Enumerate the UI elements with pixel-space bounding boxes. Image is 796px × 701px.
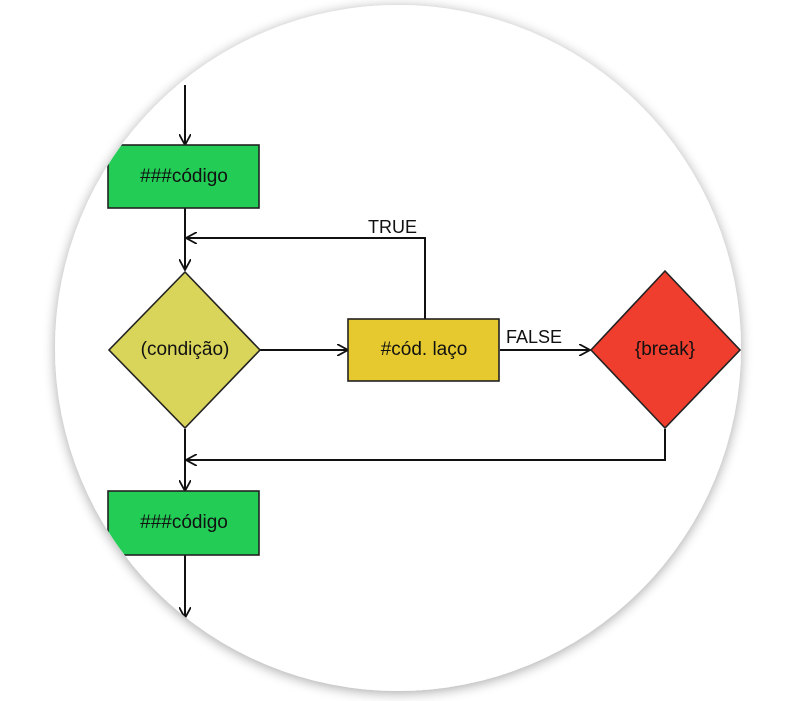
flowchart-content: TRUE FALSE ###código (condição) #cód. la…: [107, 85, 741, 618]
code-block-top-label: ###código: [140, 166, 228, 187]
break-label: {break}: [635, 339, 695, 360]
edge-true-loop-back: [186, 238, 426, 319]
code-block-bottom: [107, 490, 260, 556]
condition-label: (condição): [141, 339, 230, 360]
edge-break-exit: [186, 429, 666, 460]
code-block-bottom-label: ###código: [140, 512, 228, 533]
loop-code-block: [347, 318, 500, 382]
code-block-top: [107, 144, 260, 209]
condition-diamond: [107, 270, 262, 430]
loop-code-label: #cód. laço: [381, 339, 468, 360]
true-label: TRUE: [368, 217, 417, 237]
break-diamond: [589, 269, 741, 430]
false-label: FALSE: [506, 327, 562, 347]
